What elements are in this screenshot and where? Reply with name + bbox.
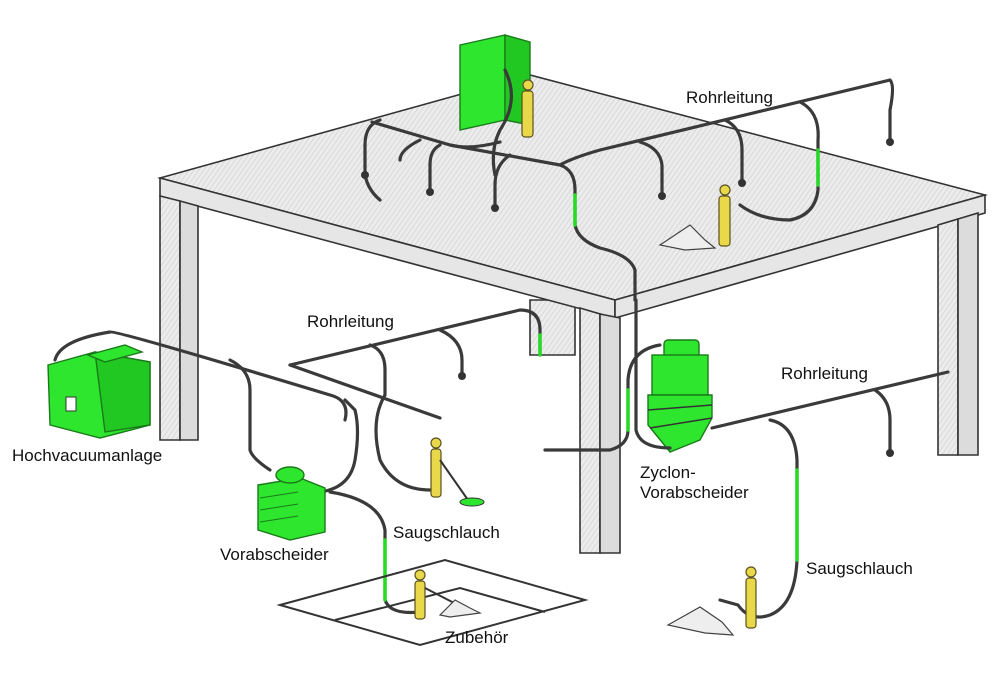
label-zyclon-vorabscheider: Zyclon- Vorabscheider <box>640 463 749 502</box>
label-rohrleitung-center: Rohrleitung <box>307 312 394 331</box>
roof-unit <box>459 34 531 131</box>
column-back-center <box>529 299 576 356</box>
vorabscheider-unit <box>257 466 326 541</box>
zyclon-vorabscheider-unit <box>647 339 713 453</box>
label-vorabscheider: Vorabscheider <box>220 545 329 564</box>
label-rohrleitung-roof: Rohrleitung <box>686 88 773 107</box>
cloth-roof <box>658 224 717 251</box>
roof-slab-edge-right <box>614 193 986 320</box>
label-zubehoer: Zubehör <box>445 628 509 647</box>
label-rohrleitung-right: Rohrleitung <box>781 364 868 383</box>
cloth-right <box>666 606 735 636</box>
center-piping <box>288 308 542 615</box>
floor-opening <box>276 558 589 647</box>
roof-piping <box>361 68 895 302</box>
person-right <box>745 566 757 629</box>
label-hochvacuumanlage: Hochvacuumanlage <box>12 446 163 465</box>
column-front <box>579 306 621 554</box>
person-center <box>430 437 485 507</box>
column-left <box>159 194 199 441</box>
roof-slab-top <box>156 74 989 301</box>
cloth-pit <box>438 599 483 618</box>
person-roof-2 <box>718 184 731 247</box>
label-saugschlauch-right: Saugschlauch <box>806 559 913 578</box>
hochvacuumanlage-unit <box>47 344 151 439</box>
label-saugschlauch-center: Saugschlauch <box>393 523 500 542</box>
column-right <box>937 211 979 456</box>
person-roof-1 <box>521 79 534 138</box>
